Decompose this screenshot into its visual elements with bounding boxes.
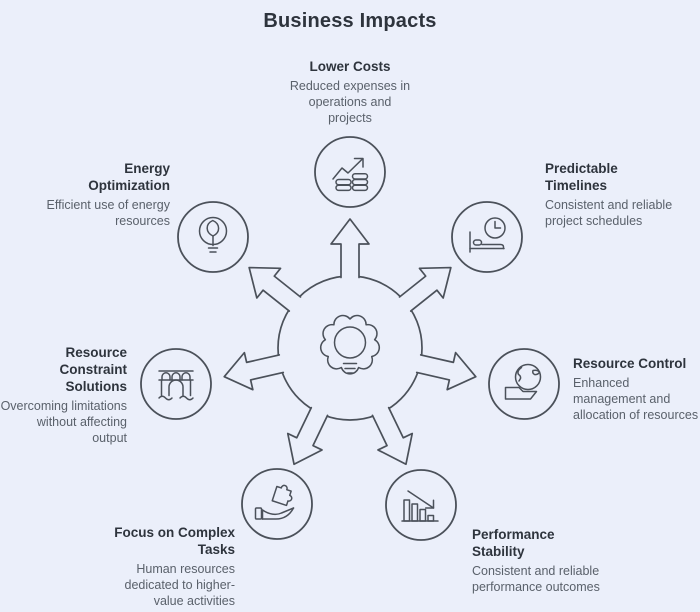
hand-puzzle-icon xyxy=(241,468,313,540)
spoke-arrow xyxy=(408,351,477,391)
item-title: Lower Costs xyxy=(309,59,391,74)
item-focus-on-complex-tasks: Focus on Complex Tasks Human resources d… xyxy=(65,524,235,609)
item-title: Predictable Timelines xyxy=(545,161,618,193)
gear-lightbulb-icon xyxy=(319,314,381,375)
item-title: Focus on Complex Tasks xyxy=(114,525,235,557)
page-title: Business Impacts xyxy=(263,10,437,32)
item-title: Energy Optimization xyxy=(88,161,170,193)
spoke-arrow xyxy=(330,218,370,286)
item-description: Efficient use of energy resources xyxy=(46,198,170,228)
item-description: Consistent and reliable performance outc… xyxy=(472,564,600,594)
item-title: Resource Constraint Solutions xyxy=(59,345,128,394)
spoke-arrow xyxy=(286,399,332,466)
item-predictable-timelines: Predictable Timelines Consistent and rel… xyxy=(545,160,695,229)
item-resource-control: Resource Control Enhanced management and… xyxy=(573,355,700,423)
globe-hand-icon xyxy=(488,348,560,420)
item-energy-optimization: Energy Optimization Efficient use of ene… xyxy=(10,160,170,229)
item-title: Resource Control xyxy=(573,356,687,371)
bridge-icon xyxy=(140,348,212,420)
central-hub xyxy=(223,218,477,466)
item-title: Performance Stability xyxy=(472,527,555,559)
declining-bars-icon xyxy=(385,469,457,541)
item-description: Reduced expenses in operations and proje… xyxy=(289,79,411,125)
spoke-arrow xyxy=(223,351,292,391)
item-performance-stability: Performance Stability Consistent and rel… xyxy=(472,526,642,595)
item-lower-costs: Lower Costs Reduced expenses in operatio… xyxy=(270,58,430,126)
item-description: Enhanced management and allocation of re… xyxy=(573,376,699,422)
coins-growth-icon xyxy=(314,136,386,208)
spoke-arrow xyxy=(368,399,414,466)
item-description: Human resources dedicated to higher- val… xyxy=(124,562,236,608)
spoke-arrow xyxy=(392,266,452,317)
item-description: Consistent and reliable project schedule… xyxy=(545,198,673,228)
item-resource-constraint-solutions: Resource Constraint Solutions Overcoming… xyxy=(0,344,127,446)
clock-bed-icon xyxy=(451,201,523,273)
spoke-arrow xyxy=(248,266,308,317)
item-description: Overcoming limitations without affecting… xyxy=(0,399,127,445)
leaf-bulb-icon xyxy=(177,201,249,273)
